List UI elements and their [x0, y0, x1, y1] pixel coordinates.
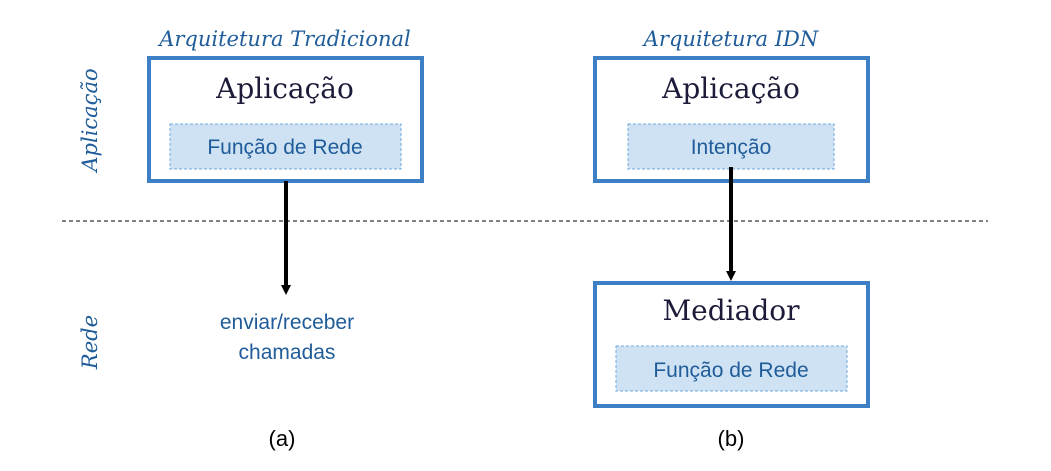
caption-a: (a) [269, 426, 296, 451]
idn-application-label: Aplicação [661, 72, 800, 105]
mediator-network-function-label: Função de Rede [653, 359, 808, 382]
traditional-network-function-box [169, 123, 402, 170]
traditional-application-label: Aplicação [215, 72, 354, 105]
mediator-network-function-box [615, 345, 848, 392]
intent-box [627, 123, 835, 170]
traditional-output-line2: chamadas [239, 341, 336, 364]
intent-label: Intenção [691, 136, 772, 159]
traditional-output-line1: enviar/receber [220, 311, 354, 334]
traditional-architecture-title: Arquitetura Tradicional [157, 27, 411, 51]
idn-architecture-title: Arquitetura IDN [642, 27, 819, 51]
layer-label-application: Aplicação [78, 68, 102, 173]
traditional-network-function-label: Função de Rede [207, 136, 362, 159]
caption-b: (b) [718, 426, 745, 451]
layer-label-network: Rede [78, 315, 102, 370]
mediator-label: Mediador [663, 294, 801, 327]
